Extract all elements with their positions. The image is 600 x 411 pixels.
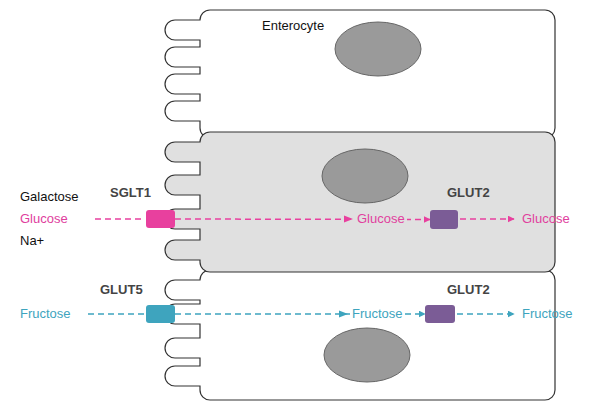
sugar-label: Glucose [522,211,570,227]
ion-label: Na+ [20,233,44,249]
transporter-box: GLUT2 [430,210,458,229]
cell-name: Enterocyte [262,18,324,34]
transporter-box: SGLT1 [146,210,175,228]
flow-line [95,218,145,220]
cell-region: Enterocyte [200,10,555,135]
cell-outline [165,10,555,138]
transporter-box: GLUT5 [146,305,175,323]
cell-outline [165,270,555,400]
sugar-label: Fructose [522,306,573,322]
transporter-name: GLUT2 [447,282,490,298]
flow-line [460,218,514,220]
sugar-label: Fructose [350,306,405,322]
transporter-name: GLUT2 [447,185,490,201]
sugar-label: Glucose [355,211,407,227]
nucleus [322,149,408,203]
flow-line [88,313,145,315]
sugar-label: Fructose [20,306,71,322]
nucleus [335,22,421,76]
flow-line [457,313,514,315]
nucleus [324,328,410,382]
transporter-name: GLUT5 [100,282,143,298]
sugar-label: Galactose [20,189,79,205]
cell-outline [165,132,555,272]
sugar-label: Glucose [20,211,68,227]
transporter-name: SGLT1 [110,185,151,201]
transporter-box: GLUT2 [425,305,455,323]
